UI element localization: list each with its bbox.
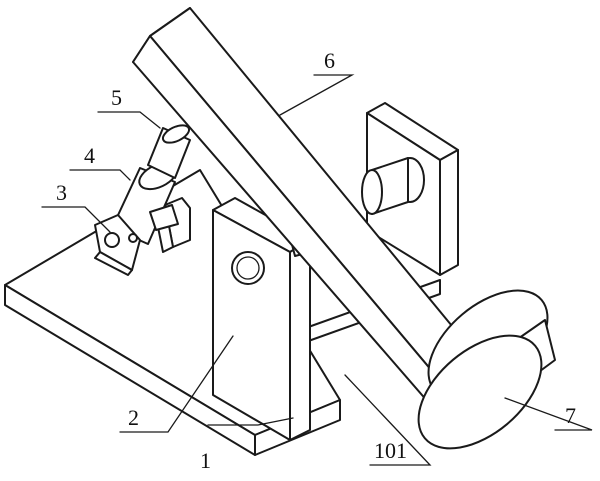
label-4: 4 — [84, 143, 95, 168]
label-1: 1 — [200, 448, 211, 473]
leader-lines — [41, 74, 593, 466]
label-3: 3 — [56, 180, 67, 205]
label-101: 101 — [374, 438, 407, 463]
rear-bracket — [361, 102, 459, 276]
label-7: 7 — [565, 403, 576, 428]
label-6: 6 — [324, 48, 335, 73]
end-disk — [417, 289, 556, 450]
label-2: 2 — [128, 405, 139, 430]
label-5: 5 — [111, 85, 122, 110]
